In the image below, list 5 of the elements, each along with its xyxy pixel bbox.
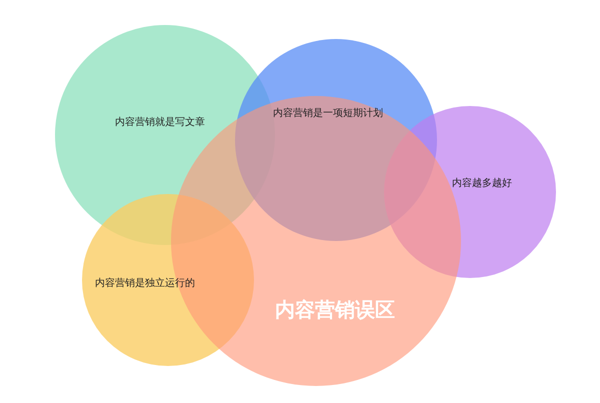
circle-label: 内容营销误区: [275, 296, 395, 324]
circle-label: 内容营销是一项短期计划: [273, 106, 383, 120]
circle-label: 内容越多越好: [452, 176, 512, 190]
circle-label: 内容营销是独立运行的: [95, 276, 195, 290]
circle-label: 内容营销就是写文章: [115, 116, 205, 129]
